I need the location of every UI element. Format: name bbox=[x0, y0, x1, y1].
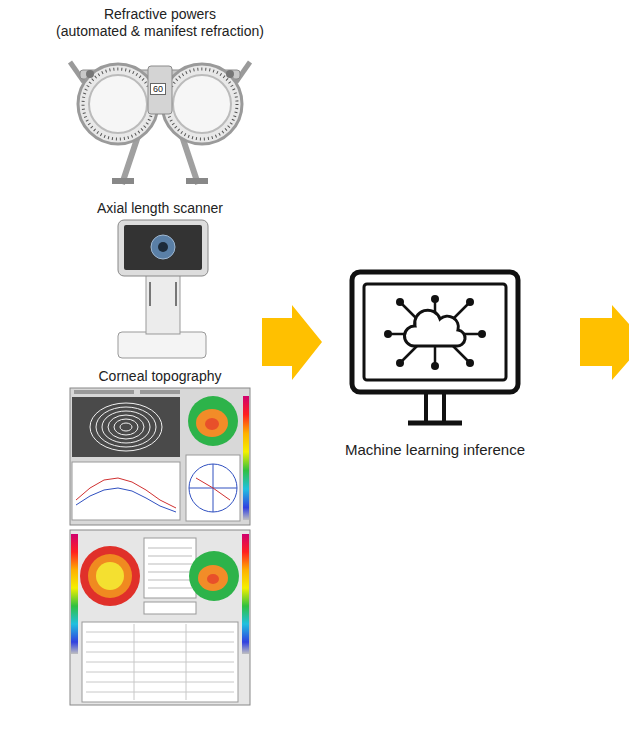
node-label: Machine learning inference bbox=[330, 441, 540, 458]
panel-heading: Refractive powers bbox=[40, 6, 280, 23]
input-panel: Refractive powers(automated & manifest r… bbox=[40, 2, 280, 44]
panel-heading: Corneal topography bbox=[40, 368, 280, 385]
flow-arrow bbox=[262, 305, 322, 380]
input-panel: Axial length scanner bbox=[40, 196, 280, 221]
flow-arrow bbox=[580, 305, 629, 380]
scanner-device bbox=[118, 220, 208, 358]
monitor-icon bbox=[352, 272, 518, 423]
panel-heading: Axial length scanner bbox=[40, 200, 280, 217]
topography-screen bbox=[70, 530, 250, 705]
trial-frame bbox=[70, 62, 250, 184]
input-panel: Corneal topography bbox=[40, 364, 280, 389]
topography-screen bbox=[70, 388, 250, 525]
panel-heading: (automated & manifest refraction) bbox=[40, 23, 280, 40]
inference-node: Machine learning inference bbox=[330, 265, 540, 462]
scale-number: 60 bbox=[150, 83, 166, 95]
